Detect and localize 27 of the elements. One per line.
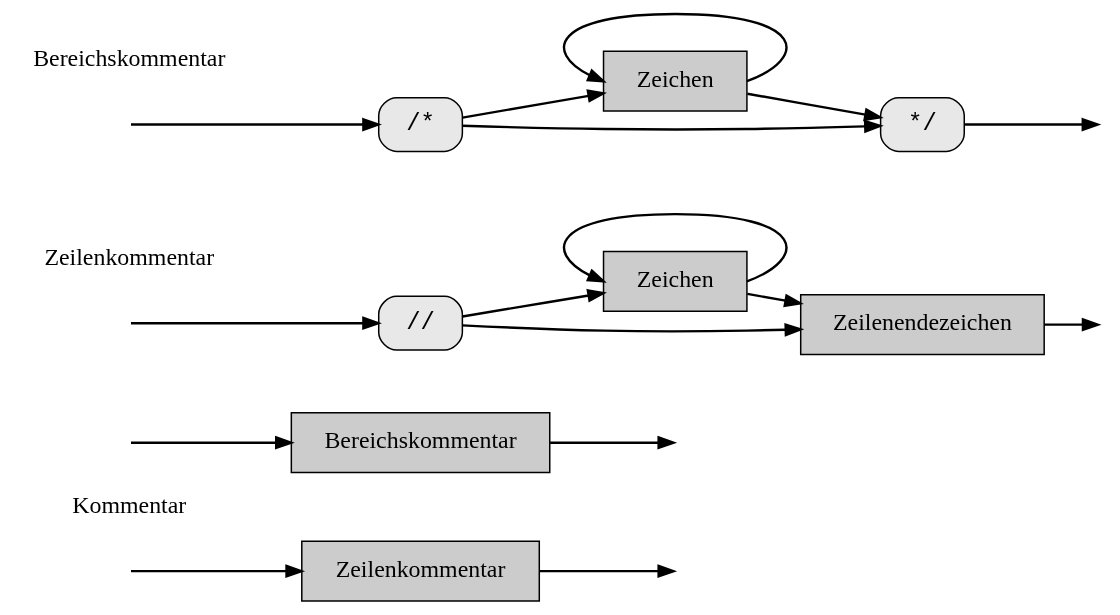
arrow <box>130 564 306 579</box>
arrow <box>462 89 607 119</box>
node-box: Zeichen <box>602 250 748 312</box>
arrow <box>563 12 788 83</box>
arrow <box>462 119 884 134</box>
arrow <box>1044 317 1102 332</box>
label: Zeilenkommentar <box>44 243 215 270</box>
arrow <box>130 316 382 331</box>
arrow <box>539 564 678 579</box>
node-box: Zeilenkommentar <box>301 540 541 602</box>
arrow <box>130 435 295 450</box>
arrow <box>550 435 678 450</box>
arrow <box>462 322 805 337</box>
node-box: // <box>377 295 464 351</box>
arrow <box>130 117 382 132</box>
arrow <box>563 212 788 283</box>
node-box: Zeilenendezeichen <box>799 294 1045 356</box>
node-box: /* <box>377 96 464 153</box>
arrow <box>747 92 884 122</box>
label: Bereichskommentar <box>33 44 226 71</box>
label: Kommentar <box>72 491 187 518</box>
node-box: Bereichskommentar <box>290 412 551 474</box>
arrow <box>462 288 607 318</box>
node-box: */ <box>879 96 965 153</box>
node-box: Zeichen <box>602 50 748 112</box>
arrow <box>964 117 1102 132</box>
arrow <box>747 292 804 308</box>
